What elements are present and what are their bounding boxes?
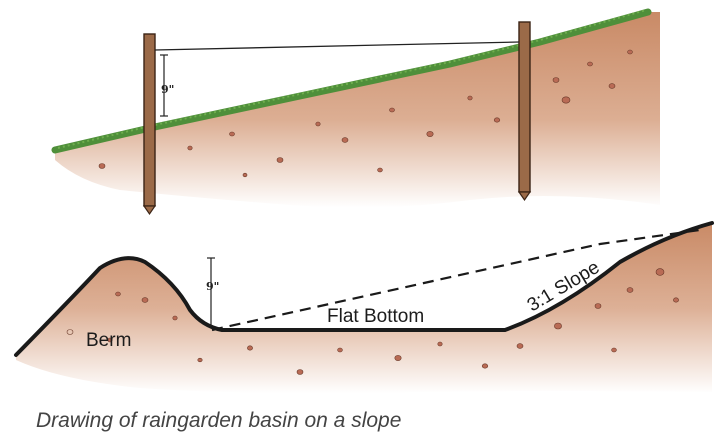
top-pebbles (98, 49, 633, 178)
bottom-pebbles (66, 268, 679, 375)
berm-label: Berm (86, 330, 131, 351)
flat-bottom-label: Flat Bottom (327, 306, 424, 327)
bottom-measure-marker (207, 257, 215, 326)
top-measure-marker (160, 54, 168, 117)
top-panel: 9" (51, 8, 660, 216)
level-string (154, 41, 520, 51)
original-grade-dashed-line (211, 228, 701, 332)
bottom-measure-label: 9" (206, 280, 219, 293)
top-soil (55, 12, 660, 208)
left-stake (143, 33, 156, 207)
top-measure-label: 9" (161, 83, 174, 96)
bottom-soil (16, 223, 712, 394)
bottom-panel: 9" Berm Flat Bottom 3:1 Slope (14, 221, 714, 394)
right-stake (518, 21, 531, 193)
figure-caption: Drawing of raingarden basin on a slope (36, 409, 402, 432)
top-grass (51, 8, 652, 154)
ground-profile (14, 221, 714, 357)
